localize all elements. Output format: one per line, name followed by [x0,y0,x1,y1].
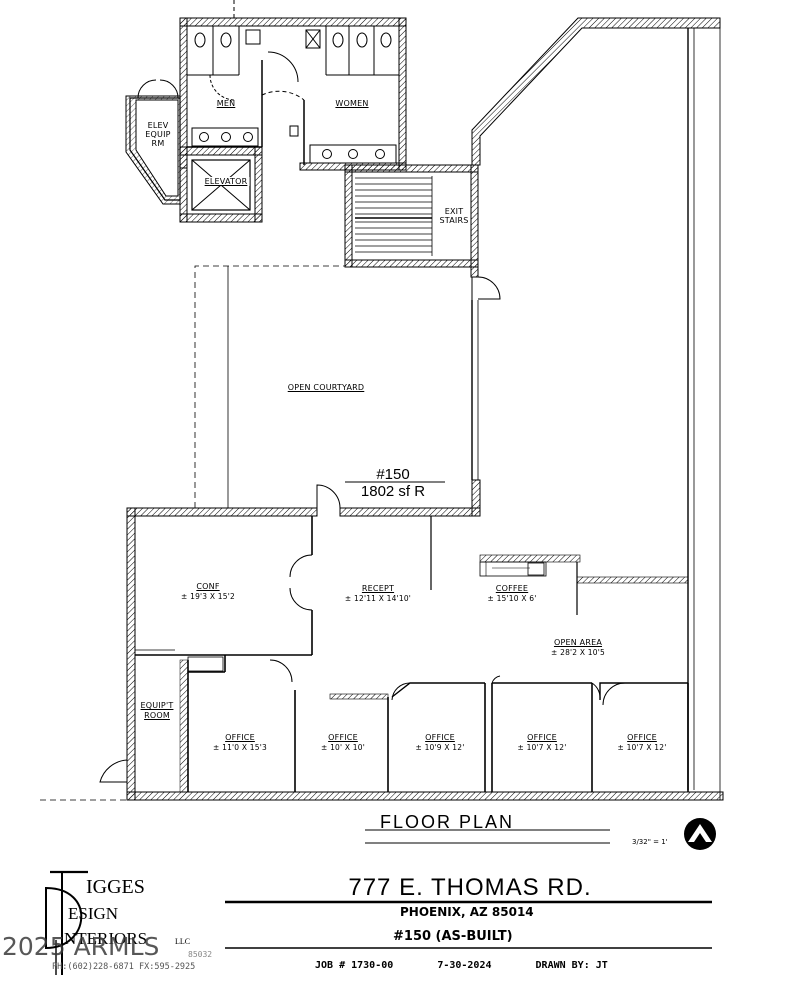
job-info-row: JOB # 1730-00 7-30-2024 DRAWN BY: JT [315,960,608,971]
logo-zip: 85032 [188,950,213,959]
room-label-office-5: OFFICE ± 10'7 X 12' [617,733,667,752]
room-label-exit-stairs: EXIT STAIRS [439,207,469,225]
courtyard-outline [194,265,345,508]
mls-watermark: 2025 ARMLS [2,932,160,961]
job-number: JOB # 1730-00 [315,960,394,971]
room-label-office-3: OFFICE ± 10'9 X 12' [415,733,465,752]
building-shell [471,17,721,800]
project-suite: #150 (AS-BUILT) [393,929,513,944]
room-label-office-1: OFFICE ± 11'0 X 15'3 [213,733,267,752]
exit-stairs [344,164,501,300]
unit-number: #150 [376,466,410,483]
room-label-office-4: OFFICE ± 10'7 X 12' [517,733,567,752]
plan-title: FLOOR PLAN [380,812,515,832]
unit-area: 1802 sf R [360,483,426,500]
job-date: 7-30-2024 [437,960,492,971]
tigges-logo-mark [45,870,88,975]
project-city: PHOENIX, AZ 85014 [400,905,534,919]
logo-llc: LLC [175,937,191,946]
title-block-lines [225,829,712,949]
room-label-recept: RECEPT ± 12'11 X 14'10' [344,584,412,603]
room-label-open-area: OPEN AREA ± 28'2 X 10'5 [551,638,605,657]
room-label-elev-equip: ELEV EQUIP RM [145,121,171,148]
suite-walls [40,479,724,801]
logo-word-design: ESIGN [68,904,119,923]
room-label-equipt-room: EQUIP'T ROOM [140,701,174,720]
restroom-block [179,0,407,171]
north-arrow-icon [684,818,716,850]
room-label-women: WOMEN [335,99,369,108]
plan-scale: 3/32" = 1' [632,838,668,846]
room-label-open-courtyard: OPEN COURTYARD [287,383,365,392]
room-label-coffee: COFFEE ± 15'10 X 6' [487,584,537,603]
project-address: 777 E. THOMAS RD. [348,874,592,901]
logo-word-tigges: IGGES [86,876,145,898]
room-label-office-2: OFFICE ± 10' X 10' [321,733,365,752]
drawn-by: DRAWN BY: JT [535,960,608,971]
logo-phone: PH:(602)228-6871 FX:595-2925 [52,962,196,972]
room-label-men: MEN [216,99,236,108]
room-label-conf: CONF ± 19'3 X 15'2 [181,582,235,601]
logo-word-interiors: NTERIORS [64,929,148,948]
room-label-elevator: ELEVATOR [202,177,250,186]
elevator-block [125,79,263,223]
